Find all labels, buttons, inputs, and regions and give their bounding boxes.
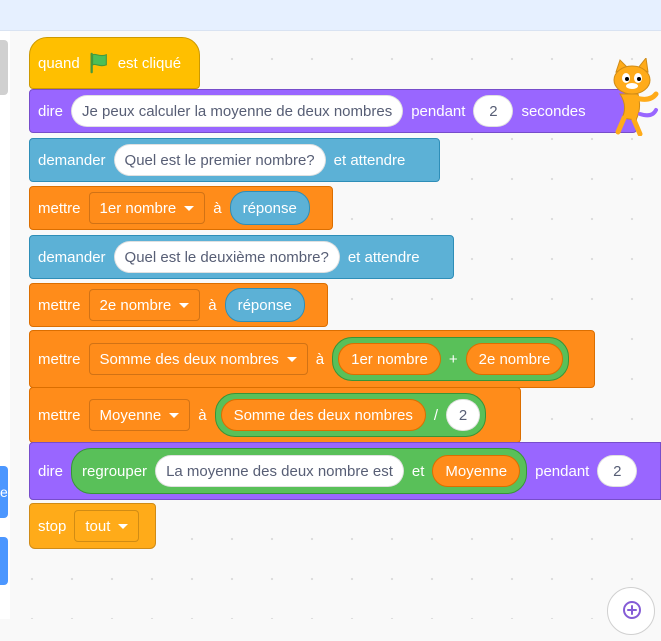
join-text-input[interactable]: La moyenne des deux nombre est xyxy=(155,455,404,487)
sprite-cat-icon xyxy=(613,58,659,136)
chevron-down-icon xyxy=(286,356,297,362)
to-label: à xyxy=(315,350,325,368)
and-wait-label: et attendre xyxy=(333,151,406,169)
second-number-reporter[interactable]: 2e nombre xyxy=(465,343,564,375)
chevron-down-icon xyxy=(118,523,129,529)
ask-and-wait-block-1[interactable]: demander Quel est le premier nombre? et … xyxy=(29,138,440,182)
seconds-label: secondes xyxy=(521,102,586,120)
variable-dropdown-1[interactable]: 1er nombre xyxy=(88,192,206,224)
zoom-in-button[interactable] xyxy=(607,587,655,635)
variable-dropdown-2[interactable]: 2e nombre xyxy=(88,289,201,321)
sum-reporter[interactable]: Somme des deux nombres xyxy=(220,399,426,431)
palette-category-tab-2[interactable] xyxy=(0,537,8,585)
set-label: mettre xyxy=(38,350,81,368)
stop-label: stop xyxy=(38,517,67,535)
set-label: mettre xyxy=(38,199,81,217)
code-area[interactable]: quand est cliqué dire Je peux calculer l… xyxy=(10,31,661,619)
variable-name: 1er nombre xyxy=(99,199,177,217)
stop-all-block[interactable]: stop tout xyxy=(29,503,156,549)
palette-tab-letter: e xyxy=(0,484,8,500)
say-message-input[interactable]: Je peux calculer la moyenne de deux nomb… xyxy=(71,95,404,127)
variable-dropdown-4[interactable]: Moyenne xyxy=(88,399,191,431)
say-for-secs-block[interactable]: dire Je peux calculer la moyenne de deux… xyxy=(29,89,637,133)
ask-and-wait-block-2[interactable]: demander Quel est le deuxième nombre? et… xyxy=(29,235,454,279)
variable-name: Somme des deux nombres xyxy=(99,350,279,368)
set-variable-block-2[interactable]: mettre 2e nombre à réponse xyxy=(29,283,328,327)
ask-label: demander xyxy=(38,151,106,169)
answer-reporter-1[interactable]: réponse xyxy=(229,191,310,225)
palette-category-tab[interactable] xyxy=(0,466,8,518)
divide-operator[interactable]: Somme des deux nombres / 2 xyxy=(214,393,487,437)
palette-scrollbar[interactable] xyxy=(0,40,8,95)
set-variable-block-4[interactable]: mettre Moyenne à Somme des deux nombres … xyxy=(29,387,521,443)
for-label: pendant xyxy=(411,102,466,120)
join-label: regrouper xyxy=(82,462,148,480)
set-label: mettre xyxy=(38,406,81,424)
green-flag-icon xyxy=(90,52,107,74)
when-label: quand xyxy=(38,54,80,72)
say-join-block[interactable]: dire regrouper La moyenne des deux nombr… xyxy=(29,442,661,500)
when-flag-clicked-block[interactable]: quand est cliqué xyxy=(29,37,200,89)
to-label: à xyxy=(198,406,207,424)
stop-option: tout xyxy=(85,517,111,535)
and-label: et xyxy=(411,462,425,480)
to-label: à xyxy=(208,296,217,314)
to-label: à xyxy=(213,199,222,217)
chevron-down-icon xyxy=(184,205,195,211)
set-variable-block-1[interactable]: mettre 1er nombre à réponse xyxy=(29,186,333,230)
zoom-in-icon xyxy=(623,601,641,619)
and-wait-label: et attendre xyxy=(347,248,420,266)
question-input-1[interactable]: Quel est le premier nombre? xyxy=(113,144,326,176)
set-label: mettre xyxy=(38,296,81,314)
question-input-2[interactable]: Quel est le deuxième nombre? xyxy=(113,241,340,273)
variable-name: Moyenne xyxy=(99,406,162,424)
say-label: dire xyxy=(38,462,64,480)
plus-sign: + xyxy=(448,350,458,368)
for-label: pendant xyxy=(535,462,590,480)
variable-name: 2e nombre xyxy=(99,296,172,314)
divisor-input[interactable]: 2 xyxy=(446,399,481,431)
first-number-reporter[interactable]: 1er nombre xyxy=(338,343,441,375)
stop-option-dropdown[interactable]: tout xyxy=(74,510,140,542)
average-reporter[interactable]: Moyenne xyxy=(432,455,521,487)
top-bar xyxy=(0,0,661,31)
say-label: dire xyxy=(38,102,64,120)
chevron-down-icon xyxy=(169,412,180,418)
chevron-down-icon xyxy=(179,302,190,308)
set-variable-block-3[interactable]: mettre Somme des deux nombres à 1er nomb… xyxy=(29,330,595,388)
ask-label: demander xyxy=(38,248,106,266)
answer-reporter-2[interactable]: réponse xyxy=(224,288,305,322)
divide-sign: / xyxy=(433,406,439,424)
add-operator[interactable]: 1er nombre + 2e nombre xyxy=(332,337,570,381)
join-operator[interactable]: regrouper La moyenne des deux nombre est… xyxy=(71,448,528,494)
clicked-label: est cliqué xyxy=(117,54,182,72)
secs-input[interactable]: 2 xyxy=(473,95,514,127)
secs-input-2[interactable]: 2 xyxy=(597,455,638,487)
variable-dropdown-3[interactable]: Somme des deux nombres xyxy=(88,343,308,375)
